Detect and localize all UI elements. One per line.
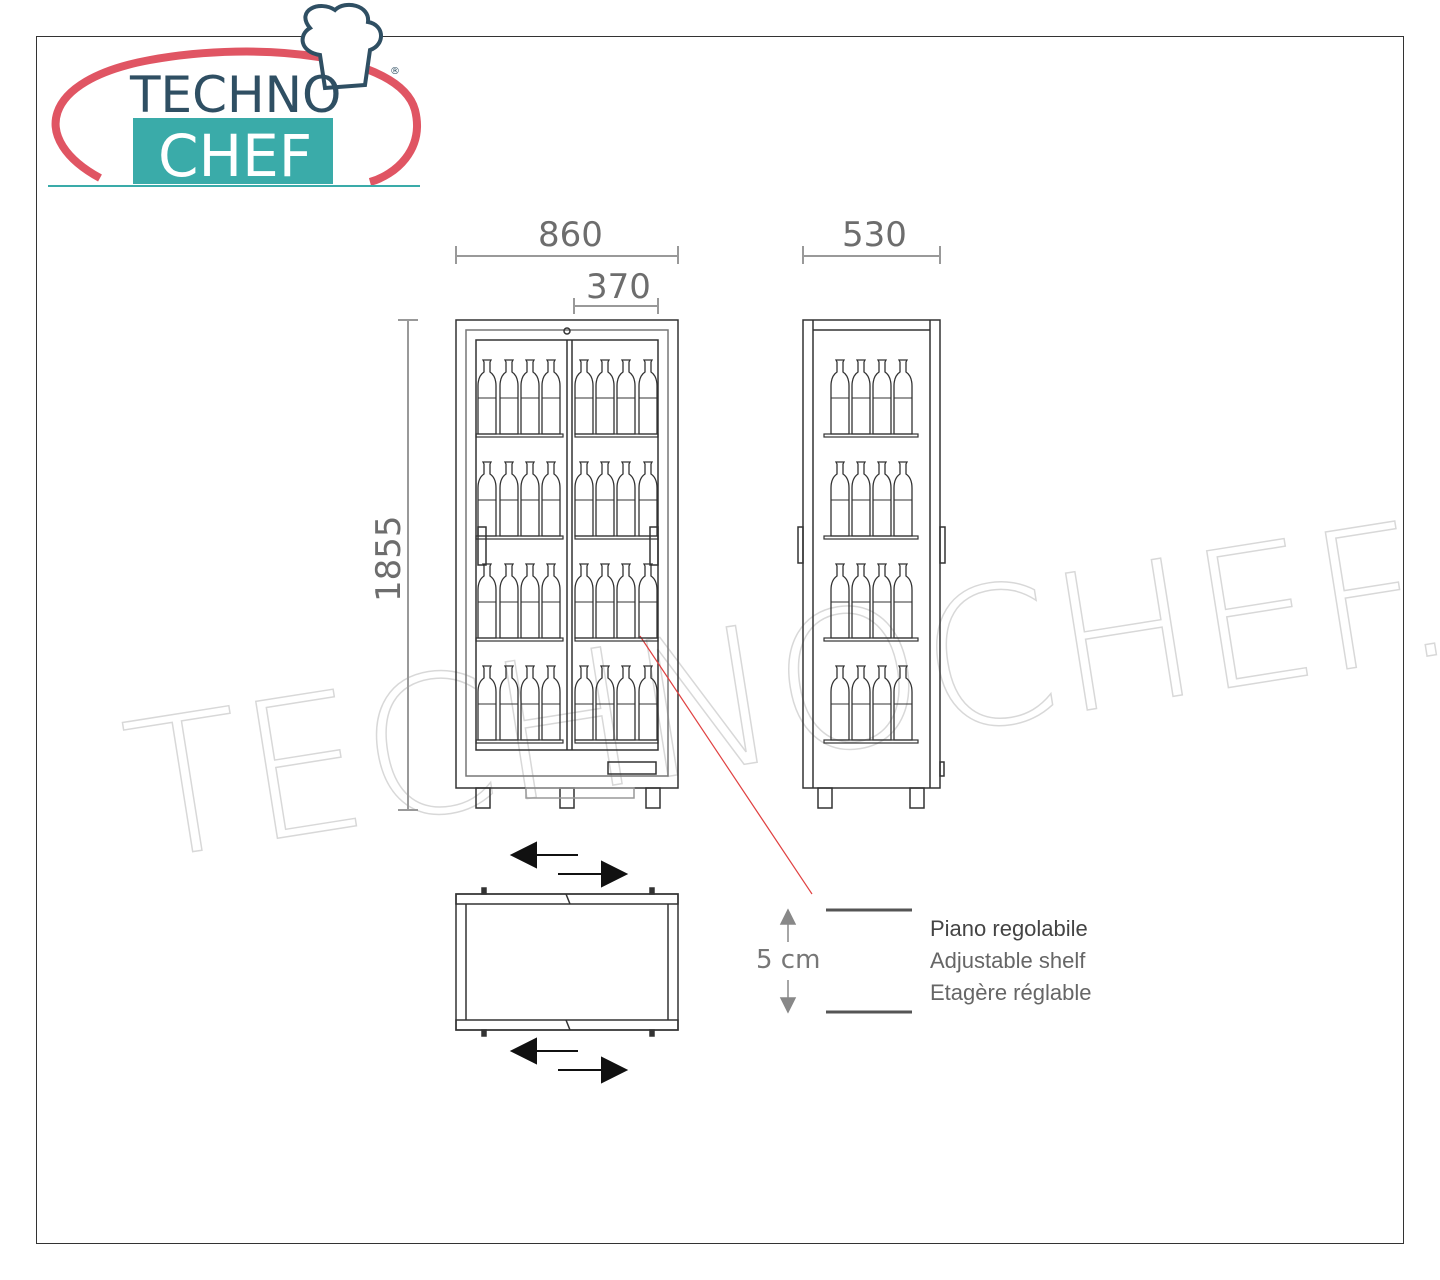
bottle-icon xyxy=(574,461,594,537)
bottle-icon xyxy=(499,461,519,537)
bottle-icon xyxy=(520,665,540,741)
shelf-line xyxy=(823,433,919,438)
bottle-icon xyxy=(520,563,540,639)
bottle-icon xyxy=(477,359,497,435)
bottle-icon xyxy=(520,461,540,537)
shelf-step-label: 5 cm xyxy=(756,945,820,975)
bottle-icon xyxy=(851,563,871,639)
dimension-lines xyxy=(398,246,941,811)
bottle-icon xyxy=(830,563,850,639)
drawing-frame xyxy=(36,36,1404,1244)
bottle-icon xyxy=(574,665,594,741)
logo-chef-text: CHEF xyxy=(158,122,312,190)
bottle-icon xyxy=(574,359,594,435)
slide-right-arrow-icon xyxy=(558,1056,629,1084)
bottle-icon xyxy=(638,563,658,639)
bottle-icon xyxy=(541,563,561,639)
slide-left-arrow-icon xyxy=(509,841,578,869)
bottle-icon xyxy=(893,359,913,435)
shelf-leader-line xyxy=(639,635,813,895)
technochef-logo: TECHNO CHEF ® xyxy=(48,2,421,190)
bottle-icon xyxy=(541,461,561,537)
bottle-icon xyxy=(477,461,497,537)
bottle-icon xyxy=(893,563,913,639)
bottle-icon xyxy=(830,461,850,537)
bottle-icon xyxy=(595,461,615,537)
bottle-icon xyxy=(893,665,913,741)
shelf-line xyxy=(823,739,919,744)
bottle-icon xyxy=(595,665,615,741)
bottle-icon xyxy=(541,665,561,741)
shelf-line xyxy=(574,739,659,744)
shelf-line xyxy=(574,433,659,438)
bottle-icon xyxy=(830,665,850,741)
bottle-icon xyxy=(541,359,561,435)
bottle-icon xyxy=(872,359,892,435)
logo-techno-text: TECHNO xyxy=(129,66,341,124)
bottle-icon xyxy=(872,563,892,639)
chef-hat-icon xyxy=(300,2,383,91)
logo-swoosh-icon xyxy=(51,47,421,186)
shelf-line xyxy=(823,637,919,642)
shelf-line xyxy=(574,535,659,540)
bottle-icon xyxy=(638,461,658,537)
shelf-lines xyxy=(475,433,919,744)
bottle-icon xyxy=(638,359,658,435)
bottle-icon xyxy=(638,665,658,741)
legend-en: Adjustable shelf xyxy=(930,948,1086,973)
shelf-line xyxy=(475,535,564,540)
bottle-icon xyxy=(477,665,497,741)
bottle-icon xyxy=(851,461,871,537)
dim-width-total: 860 xyxy=(538,215,603,255)
front-view xyxy=(455,319,679,809)
bottle-icon xyxy=(595,359,615,435)
top-view xyxy=(455,887,679,1037)
shelf-line xyxy=(475,433,564,438)
logo-chef-box xyxy=(133,118,333,184)
bottle-icon xyxy=(499,665,519,741)
bottle-icon xyxy=(616,461,636,537)
bottle-icon xyxy=(616,563,636,639)
bottle-icon xyxy=(893,461,913,537)
shelf-line xyxy=(823,535,919,540)
bottle-groups xyxy=(477,359,913,741)
bottle-icon xyxy=(499,563,519,639)
bottle-icon xyxy=(851,359,871,435)
bottle-icon xyxy=(574,563,594,639)
shelf-detail: 5 cm Piano regolabile Adjustable shelf E… xyxy=(756,908,1091,1014)
slide-right-arrow-icon xyxy=(558,860,629,888)
side-view xyxy=(797,319,946,809)
shelf-line xyxy=(475,739,564,744)
bottle-icon xyxy=(616,359,636,435)
shelf-line xyxy=(574,637,659,642)
bottle-icon xyxy=(851,665,871,741)
legend-it: Piano regolabile xyxy=(930,916,1088,941)
dim-door-width: 370 xyxy=(586,267,651,307)
sliding-door-arrows xyxy=(509,841,629,1084)
watermark-text: TECHNOCHEF.IT xyxy=(112,450,1440,905)
dim-depth: 530 xyxy=(842,215,907,255)
bottle-icon xyxy=(595,563,615,639)
bottle-icon xyxy=(872,461,892,537)
bottle-icon xyxy=(872,665,892,741)
bottle-icon xyxy=(616,665,636,741)
slide-left-arrow-icon xyxy=(509,1037,578,1065)
shelf-step-arrows xyxy=(779,908,797,1014)
dim-height: 1855 xyxy=(369,515,409,602)
registered-mark: ® xyxy=(390,66,400,77)
shelf-line xyxy=(475,637,564,642)
legend-fr: Etagère réglable xyxy=(930,980,1091,1005)
bottle-icon xyxy=(477,563,497,639)
bottle-icon xyxy=(830,359,850,435)
bottle-icon xyxy=(499,359,519,435)
bottle-icon xyxy=(520,359,540,435)
